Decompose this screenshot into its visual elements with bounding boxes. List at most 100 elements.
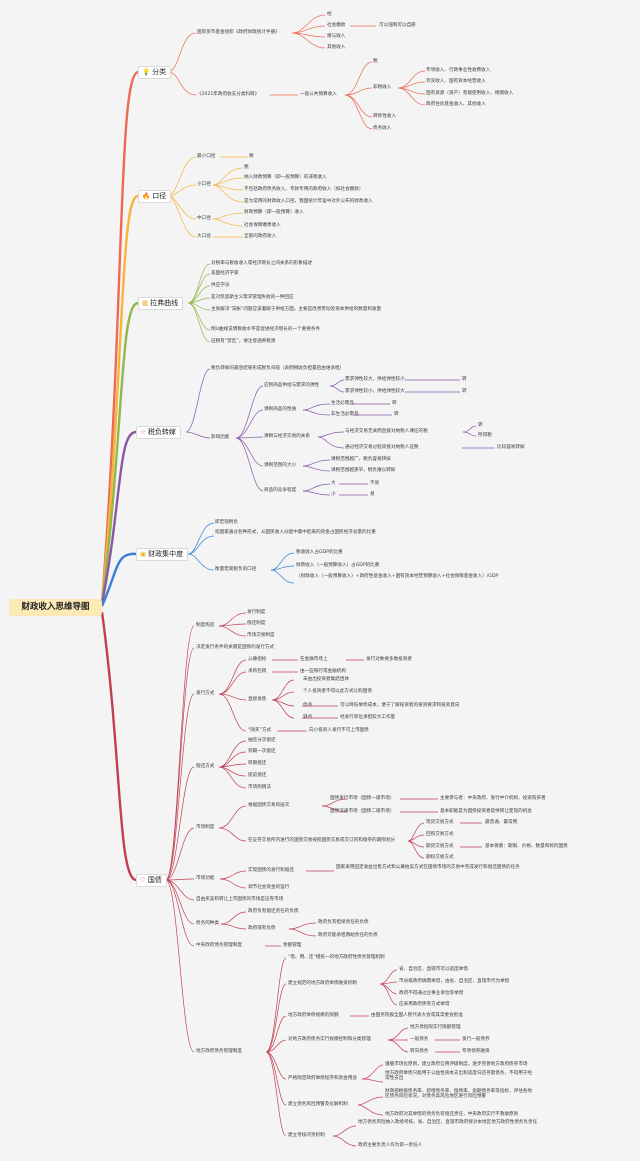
node[interactable]: 应采用政府债券方式举借 (399, 1002, 450, 1007)
node[interactable]: 征税有“禁区”，要注意涵养税源 (211, 339, 276, 344)
node[interactable]: 地方政府举债只能用于公益性资本支出和适度归还存量债务，不得用于经常性支出 (385, 1071, 533, 1082)
node[interactable]: 转 (394, 412, 399, 417)
node[interactable]: 建立规范的地方政府举债融资机制 (288, 981, 357, 986)
node[interactable]: 地方政府举债规模的限额 (288, 1013, 339, 1018)
node[interactable]: 最普通、最常用 (485, 820, 518, 825)
node[interactable]: 主张解决“滞胀”问题应该着眼于供给方面，主要是改善劳动及资本供给的数量和质量 (211, 307, 382, 312)
node[interactable]: 决定发行条件的关键是国债的发行方式 (196, 645, 275, 650)
node[interactable]: 发行方式 (196, 691, 215, 696)
node[interactable]: 需求弹性较小，供给弹性较大 (345, 389, 405, 394)
node[interactable]: 制度构造 (196, 623, 215, 628)
node[interactable]: 偿还制度 (247, 621, 266, 626)
node[interactable]: 承购包销 (248, 669, 267, 674)
node[interactable]: 建立考核问责机制 (288, 1133, 325, 1138)
node[interactable]: 省、自治区、直辖市可以适度举借 (399, 967, 468, 972)
node[interactable]: 对地方政府债务实行规模控制和分类管理 (288, 1037, 371, 1042)
node[interactable]: 市场制度 (196, 825, 215, 830)
node[interactable]: 缺点 (303, 715, 313, 720)
node[interactable]: 个人投资者不得以此方式认购国债 (303, 689, 372, 694)
node[interactable]: 课税范围的大小 (264, 463, 297, 468)
node[interactable]: 《2021年政府收支分类科目》 (197, 92, 260, 97)
node[interactable]: 公募招标 (248, 657, 267, 662)
node[interactable]: 优点 (303, 703, 313, 708)
node[interactable]: 课税范围越狭窄，税负难以转嫁 (331, 468, 396, 473)
node[interactable]: 国债发行市场（国债一级市场） (330, 796, 395, 801)
node[interactable]: 债务的种类 (196, 921, 219, 926)
node[interactable]: “随买”方式 (248, 728, 272, 733)
node[interactable]: 严格限定政府举债程序和资金用途 (288, 1076, 357, 1081)
node[interactable]: 政府可能承担救助责任的负债 (318, 933, 378, 938)
node[interactable]: 中央政府债务管理制度 (196, 943, 242, 948)
node[interactable]: 地方政府债务管理制度 (196, 1049, 242, 1054)
root-node[interactable]: 财政收入思维导图 (9, 599, 102, 616)
node[interactable]: 抽签分次偿还 (248, 738, 276, 743)
node[interactable]: 国债流通市场（国债二级市场） (330, 809, 395, 814)
category-node-fiscal-concentration[interactable]: ▣财政集中度 (136, 548, 189, 561)
node[interactable]: 罚没收入、国有资本经营收入 (426, 79, 486, 84)
node[interactable]: 市场功能 (196, 876, 215, 881)
node[interactable]: 通过经济交易过程间接对纳税人征税 (345, 445, 419, 450)
node[interactable]: 课税范围越广，税负容易转嫁 (331, 457, 391, 462)
node[interactable]: 发行制度 (247, 610, 266, 615)
node[interactable]: “借、用、还”相统一的地方政府性债务管理机制 (288, 955, 385, 960)
node[interactable]: 期权交易方式 (426, 855, 454, 860)
node[interactable]: 最小口径 (197, 154, 216, 159)
node[interactable]: 对税率与税收收入或经济增长之间关系的形象描述 (211, 261, 313, 266)
node[interactable]: 由国务院报全国人民代表大会或其常委会批准 (371, 1013, 463, 1018)
node[interactable]: 衡量宏观税负的口径 (215, 567, 257, 572)
node[interactable]: 余额管理 (283, 943, 302, 948)
node[interactable]: 基本职能是为国债投资者提供转让变现的机会 (440, 809, 532, 814)
node[interactable]: 税收收入占GDP的比重 (296, 550, 343, 555)
node[interactable]: 生活必需品 (331, 401, 354, 406)
node[interactable]: 转向债务 (410, 1049, 429, 1054)
node[interactable]: 市县级政府确需举借，由省、自治区、直辖市代为举借 (399, 979, 510, 984)
node[interactable]: 经发行单位承担较大工作量 (340, 715, 396, 720)
node[interactable]: 转移性收入 (373, 114, 396, 119)
node[interactable]: 基本要素：期限、价格、数量和标的国债 (485, 844, 568, 849)
node[interactable]: 调节社会资金的运行 (248, 885, 290, 890)
node[interactable]: 自由买卖和转让上市国债的市场是证券市场 (196, 897, 284, 902)
node[interactable]: 大 (331, 481, 336, 486)
node[interactable]: 纳入财政预算（即一般预算）的非税收入 (244, 175, 327, 180)
node[interactable]: 提前偿还 (248, 773, 267, 778)
node[interactable]: 现货交易方式 (426, 820, 454, 825)
node[interactable]: 比较容易转嫁 (497, 445, 525, 450)
node[interactable]: 偿还方式 (196, 764, 215, 769)
node[interactable]: 社会缴款 (327, 23, 346, 28)
node[interactable]: 市场购销法 (248, 785, 271, 790)
node[interactable]: 到期一次偿还 (248, 749, 276, 754)
node[interactable]: 政府负有担保责任的负债 (318, 920, 369, 925)
node[interactable]: 易 (370, 492, 375, 497)
category-node-national-debt[interactable]: ♡国债 (136, 874, 167, 887)
node[interactable]: 国有资源（资产）有偿使用收入、捐赠收入 (426, 91, 514, 96)
node[interactable]: 发行一般债券 (462, 1037, 490, 1042)
node[interactable]: 地方政府对其举借的债务负有偿还责任，中央政府实行不救助原则 (385, 1112, 519, 1117)
node[interactable]: 根据国债交易的层次 (248, 803, 290, 808)
node[interactable]: 经 (327, 12, 332, 17)
node[interactable]: 倒U曲线说明税收水平是促进经济增长的一个重要条件 (211, 327, 321, 332)
node[interactable]: 不包括政府债务收入、专款专用的政府收入（如社会缴款） (244, 187, 364, 192)
node[interactable]: 中口径 (197, 216, 211, 221)
node[interactable]: 主要参与者：中央政府、发行中介机构、投资购买者 (440, 796, 546, 801)
node[interactable]: 政府住房基金收入、其他收入 (426, 102, 486, 107)
node[interactable]: 市场交易制度 (247, 633, 275, 638)
node[interactable]: 国际货币基金组织《政府财政统计手册》 (197, 30, 280, 35)
node[interactable]: 不易 (370, 481, 380, 486)
node[interactable]: 财政预算（即一般预算）收入 (244, 210, 304, 215)
node[interactable]: 财政部根据债务率、新增债务率、偿债率、逾期债务率等指标，评估各地区债务风险状况，… (385, 1089, 533, 1100)
node[interactable]: 转期偿还 (248, 761, 267, 766)
node[interactable]: 其他收入 (327, 45, 346, 50)
category-node-tax-shifting[interactable]: ☆税负转嫁 (136, 426, 181, 439)
node[interactable]: 建立债务风险预警及化解机制 (288, 1102, 348, 1107)
node[interactable]: 转 (462, 389, 467, 394)
node[interactable]: 可以强制可以自愿 (379, 23, 416, 28)
node[interactable]: 回购交易方式 (426, 832, 454, 837)
node[interactable]: 税 (244, 165, 249, 170)
node[interactable]: 社会保障缴费收入 (244, 223, 281, 228)
node[interactable]: 应税商品供给与需求的弹性 (264, 383, 320, 388)
node[interactable]: 影响因素 (211, 435, 230, 440)
node[interactable]: 转 (478, 423, 483, 428)
node[interactable]: 是对凯恩斯主义需求管理失败的一种回应 (211, 295, 294, 300)
node[interactable]: 政府不得通过企事业单位等举借 (399, 991, 464, 996)
node[interactable]: 政府或有负债 (248, 926, 276, 931)
